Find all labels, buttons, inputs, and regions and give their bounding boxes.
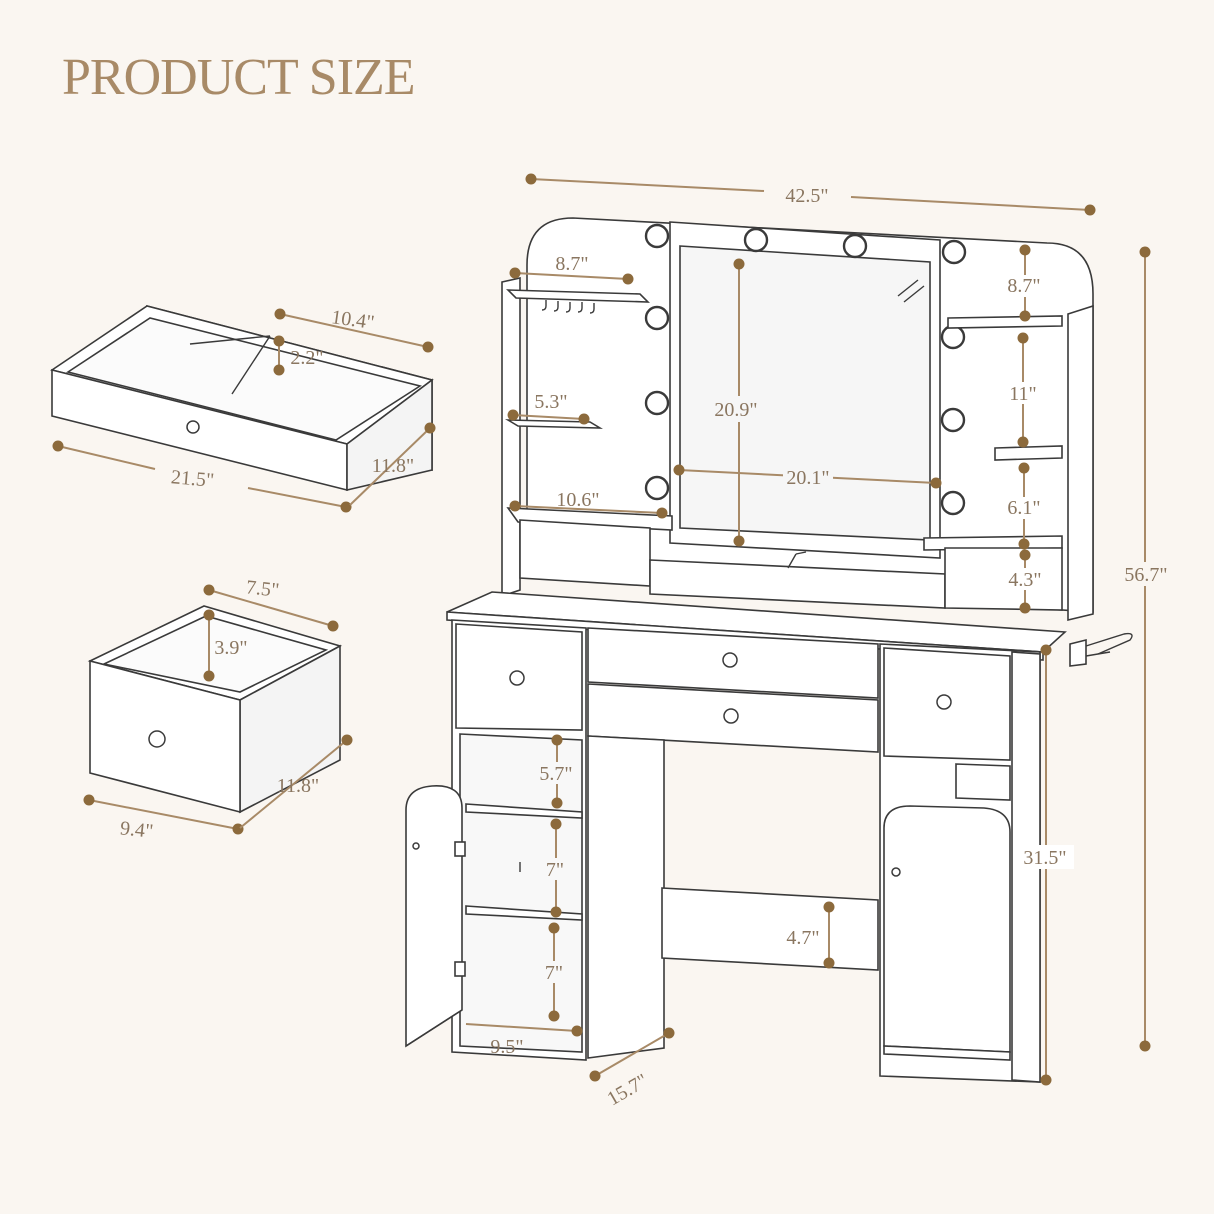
vanity-illustration	[405, 217, 1133, 1083]
overall-width-label: 42.5"	[785, 185, 828, 207]
small-drawer-height-label: 3.9"	[214, 637, 247, 659]
dimension-labels: 42.5" 56.7" 31.5" 15.7" 20.9" 20.1" 8.7"…	[119, 185, 1174, 1110]
page-title: PRODUCT SIZE	[62, 49, 416, 106]
depth-label: 15.7"	[604, 1070, 652, 1111]
hinge-icon	[454, 841, 466, 857]
cabinet-shelf-3-label: 7"	[545, 962, 563, 984]
right-gap-1-label: 11"	[1009, 383, 1036, 405]
large-drawer-height-label: 2.2"	[290, 347, 323, 369]
drawer-knob-icon	[148, 730, 166, 748]
left-top-shelf-label: 8.7"	[555, 253, 588, 275]
large-drawer-width-label: 21.5"	[170, 466, 215, 492]
right-top-gap-label: 8.7"	[1007, 275, 1040, 297]
large-drawer-depth-label: 11.8"	[372, 455, 414, 477]
right-gap-3-label: 4.3"	[1008, 569, 1041, 591]
left-mid-shelf-label: 5.3"	[534, 391, 567, 413]
dimension-lines	[52, 173, 1151, 1086]
hair-dryer-holder-icon	[1069, 632, 1133, 667]
hinge-icon	[454, 961, 466, 977]
cabinet-width-label: 9.5"	[490, 1036, 523, 1058]
right-gap-2-label: 6.1"	[1007, 497, 1040, 519]
drawer-knob-icon	[186, 420, 200, 434]
mirror-height-label: 20.9"	[714, 399, 757, 421]
small-drawer-inner-width-label: 7.5"	[245, 576, 280, 601]
mirror-width-label: 20.1"	[786, 467, 829, 489]
footrest-height-label: 4.7"	[786, 927, 819, 949]
cabinet-shelf-1-label: 5.7"	[539, 763, 572, 785]
cabinet-shelf-2-label: 7"	[546, 859, 564, 881]
left-bottom-shelf-label: 10.6"	[556, 489, 599, 511]
overall-height-label: 56.7"	[1124, 564, 1167, 586]
small-drawer-illustration	[87, 605, 343, 814]
large-drawer-compartment-label: 10.4"	[330, 306, 376, 334]
table-height-label: 31.5"	[1023, 847, 1066, 869]
large-drawer-illustration	[50, 304, 434, 492]
small-drawer-depth-label: 11.8"	[277, 775, 319, 797]
small-drawer-width-label: 9.4"	[119, 817, 154, 842]
hook-icons	[541, 300, 595, 314]
